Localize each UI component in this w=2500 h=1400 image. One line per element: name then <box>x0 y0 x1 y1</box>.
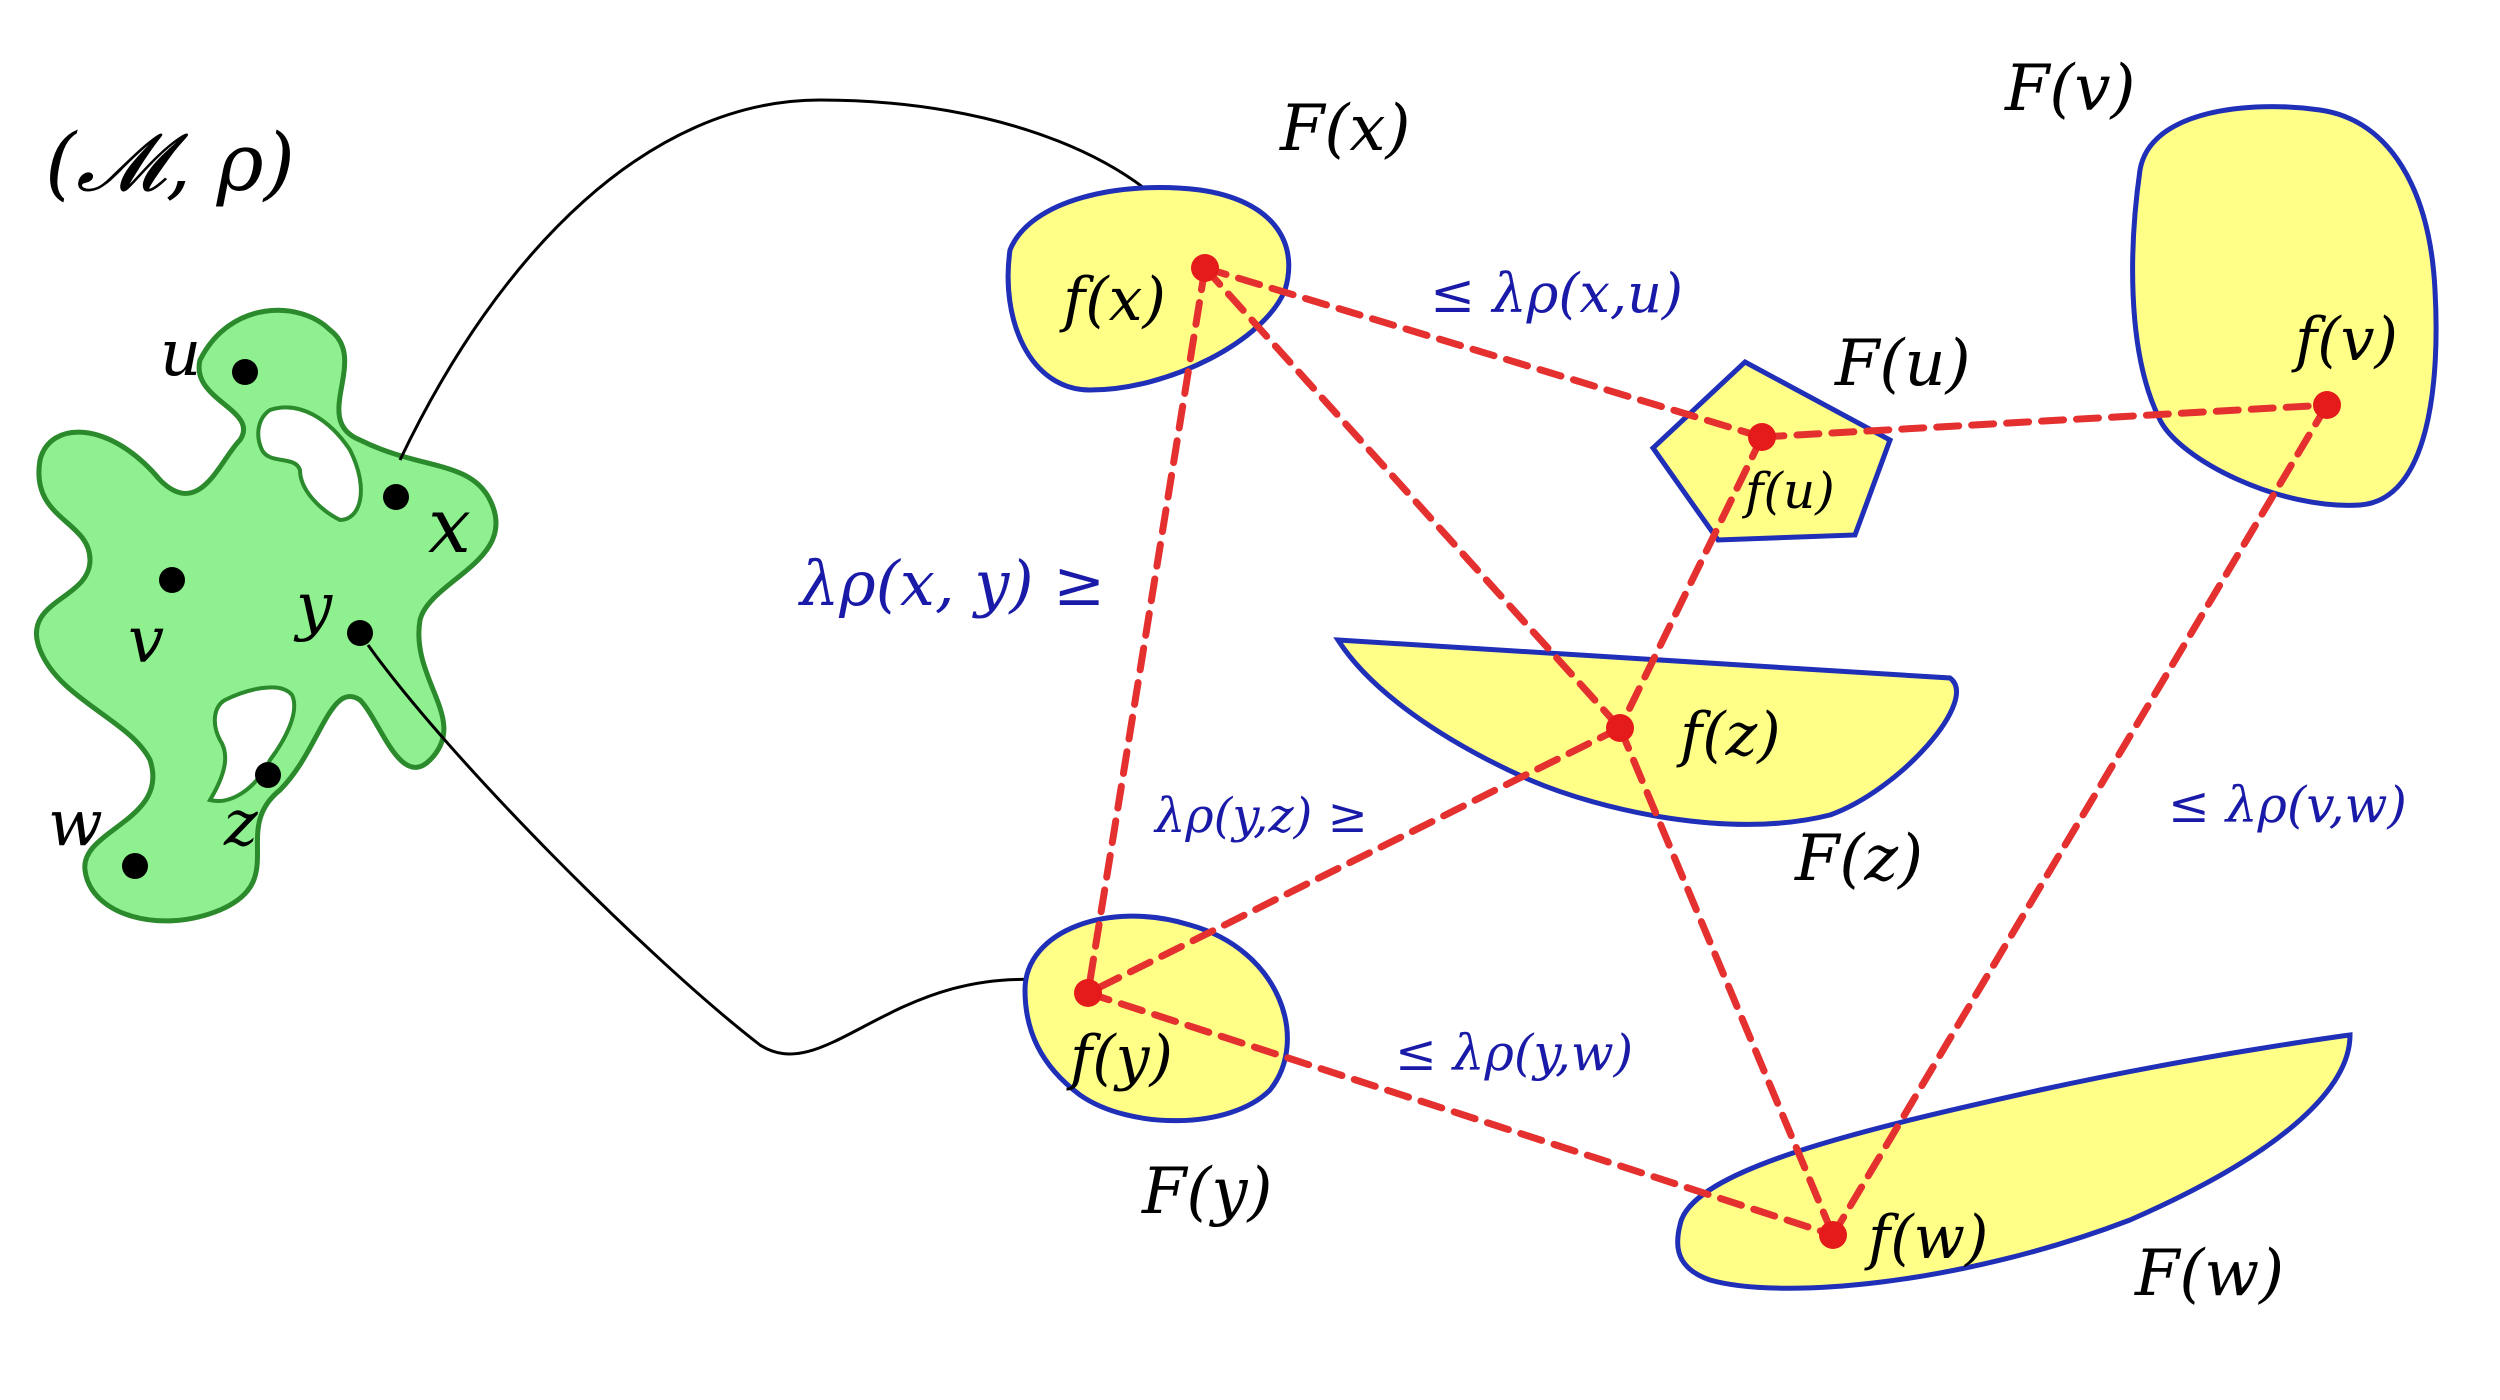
point-u-label: u <box>160 317 201 391</box>
image-point-fx <box>1191 254 1219 282</box>
point-v-marker <box>159 567 185 593</box>
set-Fy-label: F(y) <box>1141 1155 1273 1229</box>
metric-space-hole-lower <box>206 685 297 803</box>
edge-fy-fw <box>1084 989 1837 1239</box>
edge-fx-fy <box>1084 264 1209 997</box>
set-Fu-label: F(u) <box>1834 327 1971 401</box>
set-Fv <box>2130 104 2439 508</box>
bound-xu-label: ≤ λρ(x,u) <box>1430 262 1683 325</box>
set-Fw-label: F(w) <box>2134 1237 2284 1311</box>
set-Fv-label: F(v) <box>2004 52 2136 126</box>
edge-fz-fy <box>1084 724 1624 997</box>
set-Fu <box>1649 358 1894 543</box>
bound-yw-label: ≤ λρ(y,w) <box>1395 1024 1633 1082</box>
set-Fx-label: F(x) <box>1279 92 1410 166</box>
bound-yz-label: λρ(y,z) ≥ <box>1153 788 1368 844</box>
image-point-fw <box>1819 1221 1847 1249</box>
point-x-label: x <box>428 481 471 570</box>
metric-space: u x v y z w <box>34 307 499 924</box>
image-point-fu <box>1748 423 1776 451</box>
point-z-marker <box>255 762 281 788</box>
image-fz-label: f(z) <box>1676 700 1781 770</box>
metric-space-hole-upper <box>256 405 363 523</box>
image-fw-label: f(w) <box>1864 1203 1988 1273</box>
image-point-fv <box>2313 391 2341 419</box>
set-Fz-label: F(z) <box>1794 822 1923 896</box>
image-fx-label: f(x) <box>1059 265 1166 335</box>
edge-fv-fw <box>1829 401 2331 1239</box>
image-point-fz <box>1606 714 1634 742</box>
map-arrow-y <box>366 644 1082 1056</box>
point-z-label: z <box>223 787 259 861</box>
edge-fx-fz <box>1201 264 1624 732</box>
edge-fx-fu <box>1201 264 1766 441</box>
point-x-marker <box>383 484 409 510</box>
image-point-fy <box>1074 979 1102 1007</box>
edge-fz-fw <box>1616 724 1837 1239</box>
image-fv-label: f(v) <box>2291 305 2398 375</box>
point-w-label: w <box>48 787 103 861</box>
set-Fw <box>1675 1032 2353 1291</box>
map-arrow-x <box>398 98 1202 461</box>
edge-fu-fz <box>1616 433 1766 732</box>
image-fu-label: f(u) <box>1741 462 1835 520</box>
space-title: (𝓜, ρ) <box>45 116 295 209</box>
point-u-marker <box>232 359 258 385</box>
bound-xy-label: λρ(x, y) ≥ <box>797 547 1105 620</box>
point-w-marker <box>122 853 148 879</box>
metric-space-region <box>34 307 499 924</box>
point-y-label: y <box>293 570 333 644</box>
set-Fz <box>1333 637 1959 827</box>
image-fy-label: f(y) <box>1066 1023 1173 1093</box>
point-y-marker <box>347 620 373 646</box>
point-v-label: v <box>128 604 164 678</box>
edge-fu-fv <box>1758 401 2331 441</box>
bound-vw-label: ≤ λρ(v,w) <box>2168 776 2407 834</box>
